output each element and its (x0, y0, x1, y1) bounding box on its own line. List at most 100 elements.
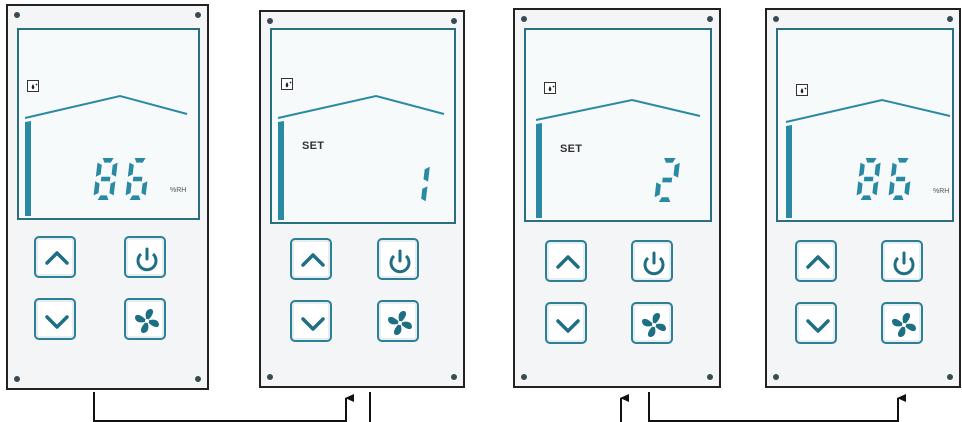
lcd-segment (125, 181, 132, 196)
lcd-segment (888, 181, 895, 196)
fan-button[interactable] (124, 298, 166, 340)
lcd-segment (97, 195, 109, 200)
lcd-segment (129, 195, 141, 200)
lcd-digit: 6 (888, 158, 911, 200)
power-button[interactable] (377, 238, 419, 280)
screw (773, 16, 779, 22)
controller-panel-3: SET 2 (513, 8, 721, 388)
screw (707, 16, 713, 22)
lcd-segment (872, 181, 879, 196)
lcd-segment (111, 162, 118, 177)
lcd-digit: 2 (654, 158, 680, 202)
fan-button[interactable] (377, 300, 419, 342)
chevron-up-icon (806, 255, 830, 269)
screw (451, 374, 457, 380)
screw (267, 18, 273, 24)
flow-arrow-3-to-4 (648, 392, 906, 422)
lcd-segment (865, 158, 877, 163)
down-button[interactable] (545, 302, 587, 344)
up-button[interactable] (795, 240, 837, 282)
down-button[interactable] (290, 300, 332, 342)
power-icon (643, 251, 665, 276)
lcd-segment (890, 162, 897, 177)
lcd-segment (134, 158, 146, 163)
unit-label: %RH (933, 188, 950, 195)
lcd-segment (100, 176, 111, 182)
lcd-display: 86 %RH (776, 28, 954, 222)
lcd-segment (673, 162, 680, 178)
lcd-segment (892, 195, 904, 200)
lcd-segment (860, 195, 872, 200)
fan-button[interactable] (881, 302, 923, 344)
screw (14, 12, 20, 18)
lcd-digit: 8 (93, 158, 118, 200)
screw (451, 18, 457, 24)
controller-panel-1: 86 %RH (6, 4, 209, 390)
lcd-segment (654, 182, 661, 198)
fan-icon (135, 309, 159, 333)
fan-button[interactable] (631, 302, 673, 344)
chevron-up-icon (45, 251, 69, 265)
lcd-display: SET 1 (270, 28, 456, 224)
lcd-digit: 6 (125, 158, 148, 200)
lcd-segment (895, 176, 906, 182)
lcd-segment (95, 162, 102, 177)
up-button[interactable] (34, 236, 76, 278)
lcd-segment (102, 158, 114, 163)
unit-label: %RH (170, 187, 187, 194)
lcd-segment (93, 181, 100, 196)
fan-icon (892, 313, 916, 337)
house-outline-icon (277, 94, 445, 220)
lcd-display: SET 2 (524, 28, 712, 222)
up-button[interactable] (290, 238, 332, 280)
lcd-display: 86 %RH (17, 28, 200, 220)
screw (195, 12, 201, 18)
chevron-down-icon (301, 317, 325, 331)
chevron-up-icon (301, 253, 325, 267)
humidity-icon (544, 82, 556, 94)
lcd-segment (904, 181, 911, 196)
house-outline-icon (535, 98, 701, 218)
lcd-value: 2 (654, 158, 683, 202)
humidity-icon (27, 80, 39, 92)
controller-panel-2: SET 1 (259, 10, 465, 388)
lcd-segment (423, 166, 430, 182)
screw (947, 374, 953, 380)
screw (267, 374, 273, 380)
lcd-segment (863, 176, 874, 182)
flow-arrow-1-to-2 (93, 392, 354, 422)
fan-icon (388, 311, 412, 335)
lcd-segment (127, 162, 134, 177)
lcd-value: 86 (93, 158, 153, 200)
power-icon (136, 247, 158, 272)
lcd-digit: 1 (421, 166, 430, 202)
humidity-icon (796, 84, 808, 96)
lcd-segment (141, 181, 148, 196)
lcd-segment (662, 177, 673, 183)
chevron-down-icon (45, 315, 69, 329)
set-label: SET (302, 140, 325, 152)
controller-panel-4: 86 %RH (765, 8, 961, 388)
fan-icon (642, 313, 666, 337)
lcd-value: 1 (404, 162, 433, 206)
lcd-segment (658, 197, 671, 202)
screw (14, 376, 20, 382)
down-button[interactable] (34, 298, 76, 340)
power-button[interactable] (124, 236, 166, 278)
chevron-down-icon (556, 319, 580, 333)
power-button[interactable] (631, 240, 673, 282)
screw (521, 374, 527, 380)
up-button[interactable] (545, 240, 587, 282)
humidity-icon (281, 78, 293, 90)
lcd-segment (421, 186, 428, 202)
power-button[interactable] (881, 240, 923, 282)
power-icon (893, 251, 915, 276)
lcd-segment (858, 162, 865, 177)
chevron-down-icon (806, 319, 830, 333)
screw (521, 16, 527, 22)
chevron-up-icon (556, 255, 580, 269)
lcd-segment (132, 176, 143, 182)
lcd-segment (664, 158, 676, 163)
down-button[interactable] (795, 302, 837, 344)
